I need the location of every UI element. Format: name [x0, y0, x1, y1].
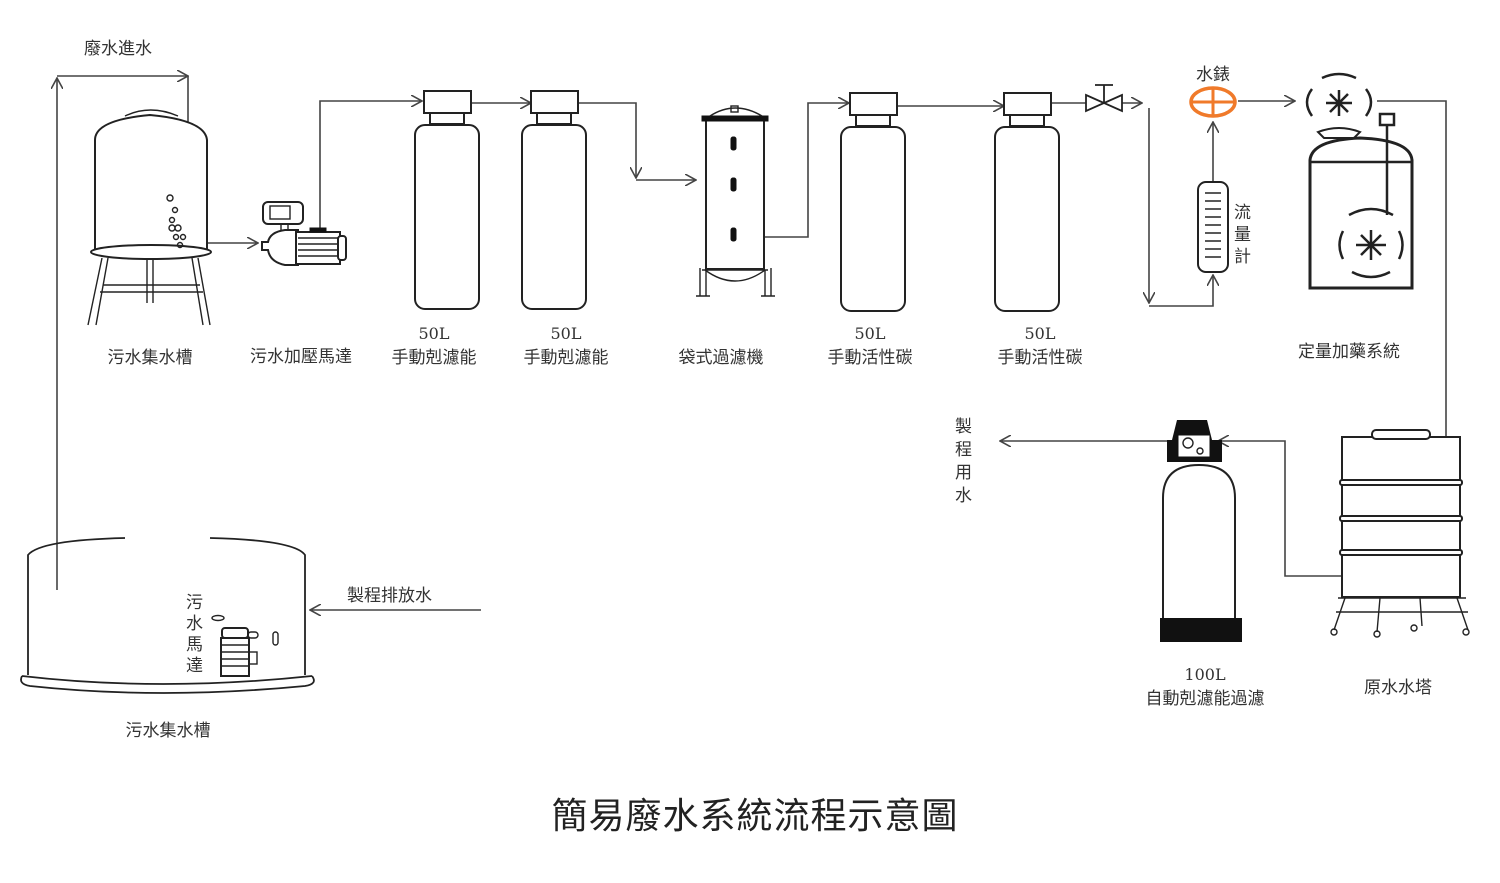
water-meter-icon: [1189, 86, 1237, 118]
carbon-filter-2: [994, 92, 1060, 312]
collection-tank-top: [87, 109, 212, 326]
raw-water-tower: [1330, 429, 1470, 638]
filter-2-label: 手動剋濾能: [524, 348, 609, 368]
carbon-2-capacity: 50L: [1025, 324, 1056, 343]
process-water-char-2: 程: [955, 440, 972, 460]
flow-meter: [1197, 181, 1229, 273]
sewage-pump-label-char-3: 馬: [186, 635, 203, 655]
pipe-filter2-to-bag: [579, 102, 636, 178]
wastewater-inlet-label: 廢水進水: [84, 39, 152, 59]
collection-tank-top-label: 污水集水槽: [108, 348, 193, 368]
dosing-system: [1305, 72, 1414, 290]
auto-filter-label: 自動剋濾能過濾: [1146, 689, 1265, 709]
filter-1: [414, 90, 480, 310]
pipe-pump-to-filter1: [319, 101, 422, 228]
flow-meter-label-char-1: 流: [1234, 203, 1251, 223]
flow-meter-label-char-2: 量: [1234, 225, 1251, 245]
pipe-dosing-to-tower: [1377, 100, 1446, 470]
sewage-pump-label-char-1: 污: [186, 593, 203, 613]
bag-filter-label: 袋式過濾機: [679, 348, 764, 368]
process-water-char-4: 水: [955, 486, 972, 506]
sewage-pump: [211, 614, 279, 677]
pipe-bag-to-carbon1: [762, 103, 849, 238]
sewage-pump-label-char-4: 達: [186, 656, 203, 676]
pressure-pump: [261, 201, 347, 266]
diagram-title: 簡易廢水系統流程示意圖: [551, 796, 958, 837]
process-water-char-3: 用: [955, 463, 972, 483]
water-meter-label: 水錶: [1196, 65, 1230, 85]
carbon-1-capacity: 50L: [855, 324, 886, 343]
carbon-2-label: 手動活性碳: [998, 348, 1083, 368]
auto-filter-capacity: 100L: [1184, 665, 1226, 684]
filter-2: [521, 90, 587, 310]
bag-filter: [696, 105, 775, 297]
carbon-1-label: 手動活性碳: [828, 348, 913, 368]
pipe-tower-to-autofilter: [1218, 441, 1342, 577]
sewage-pump-label-char-2: 水: [186, 614, 203, 634]
filter-1-label: 手動剋濾能: [392, 348, 477, 368]
carbon-filter-1: [840, 92, 906, 312]
filter-1-capacity: 50L: [419, 324, 450, 343]
raw-water-tower-label: 原水水塔: [1364, 678, 1432, 698]
process-discharge-label: 製程排放水: [347, 586, 432, 606]
process-water-char-1: 製: [955, 417, 972, 437]
auto-filter: [1160, 420, 1242, 642]
dosing-system-label: 定量加藥系統: [1298, 342, 1400, 362]
gate-valve-icon: [1085, 84, 1123, 113]
pipes: [57, 76, 1446, 610]
collection-tank-bottom: [20, 537, 315, 694]
pipe-to-flowmeter: [1149, 275, 1213, 307]
collection-tank-bottom-label: 污水集水槽: [126, 721, 211, 741]
pressure-pump-label: 污水加壓馬達: [250, 347, 352, 367]
flow-meter-label-char-3: 計: [1234, 247, 1251, 267]
filter-2-capacity: 50L: [551, 324, 582, 343]
